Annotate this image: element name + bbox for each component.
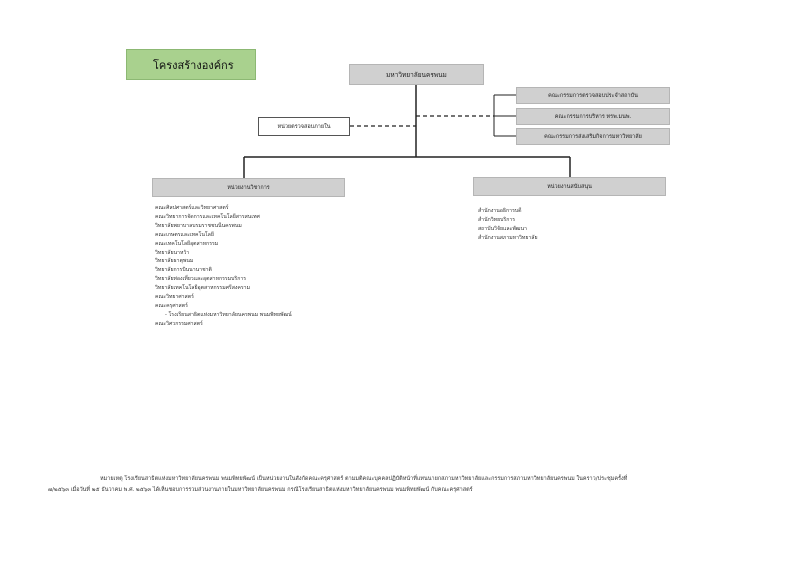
academic-unit-heading: หน่วยงานวิชาการ bbox=[152, 178, 345, 197]
list-item: คณะศิลปศาสตร์และวิทยาศาสตร์ bbox=[155, 205, 229, 211]
list-item: วิทยาลัยการบินนานาชาติ bbox=[155, 267, 212, 274]
list-item: คณะครุศาสตร์ bbox=[155, 302, 188, 309]
list-item: คณะเทคโนโลยีอุตสาหกรรม bbox=[155, 240, 219, 247]
root-node-university: มหาวิทยาลัยนครพนม bbox=[349, 64, 484, 85]
committee-node: คณะกรรมการส่งเสริมกิจการมหาวิทยาลัย bbox=[516, 128, 670, 145]
list-item: - โรงเรียนสาธิตแห่งมหาวิทยาลัยนครพนม พนม… bbox=[165, 311, 292, 318]
support-unit-list: สำนักงานอธิการบดี สำนักวิทยบริการ สถาบัน… bbox=[478, 207, 538, 243]
list-item: วิทยาลัยท่องเที่ยวและอุตสาหกรรมบริการ bbox=[155, 276, 247, 283]
list-item: สำนักงานอธิการบดี bbox=[478, 208, 522, 214]
list-item: คณะวิทยาศาสตร์ bbox=[155, 294, 194, 301]
list-item: สถาบันวิจัยและพัฒนา bbox=[478, 225, 527, 232]
list-item: คณะวิทยาการจัดการและเทคโนโลยีสารสนเทศ bbox=[155, 213, 260, 220]
list-item: คณะเกษตรและเทคโนโลยี bbox=[155, 231, 214, 238]
list-item: สำนักงานสภามหาวิทยาลัย bbox=[478, 234, 538, 241]
list-item: คณะวิศวกรรมศาสตร์ bbox=[155, 320, 203, 327]
page-title: โครงสร้างองค์กร bbox=[126, 49, 256, 80]
support-unit-heading: หน่วยงานสนับสนุน bbox=[473, 177, 666, 196]
list-item: วิทยาลัยนาหว้า bbox=[155, 249, 190, 256]
list-item: สำนักวิทยบริการ bbox=[478, 216, 516, 223]
committee-node: คณะกรรมการบริหาร ทรพ.มนพ. bbox=[516, 108, 670, 125]
footnote: หมายเหตุ โรงเรียนสาธิตแห่งมหาวิทยาลัยนคร… bbox=[48, 474, 762, 496]
footnote-line: หมายเหตุ โรงเรียนสาธิตแห่งมหาวิทยาลัยนคร… bbox=[100, 476, 628, 482]
academic-unit-list: คณะศิลปศาสตร์และวิทยาศาสตร์ คณะวิทยาการจ… bbox=[155, 204, 292, 329]
list-item: วิทยาลัยเทคโนโลยีอุตสาหกรรมศรีสงคราม bbox=[155, 285, 250, 292]
list-item: วิทยาลัยธาตุพนม bbox=[155, 258, 194, 265]
footnote-line: ๗/๒๕๖๓ เมื่อวันที่ ๒๕ ธันวาคม พ.ศ. ๒๕๖๓ … bbox=[48, 487, 473, 493]
list-item: วิทยาลัยพยาบาลบรมราชชนนีนครพนม bbox=[155, 222, 242, 229]
committee-node: คณะกรรมการตรวจสอบประจำสถาบัน bbox=[516, 87, 670, 104]
audit-unit-node: หน่วยตรวจสอบภายใน bbox=[258, 117, 350, 136]
